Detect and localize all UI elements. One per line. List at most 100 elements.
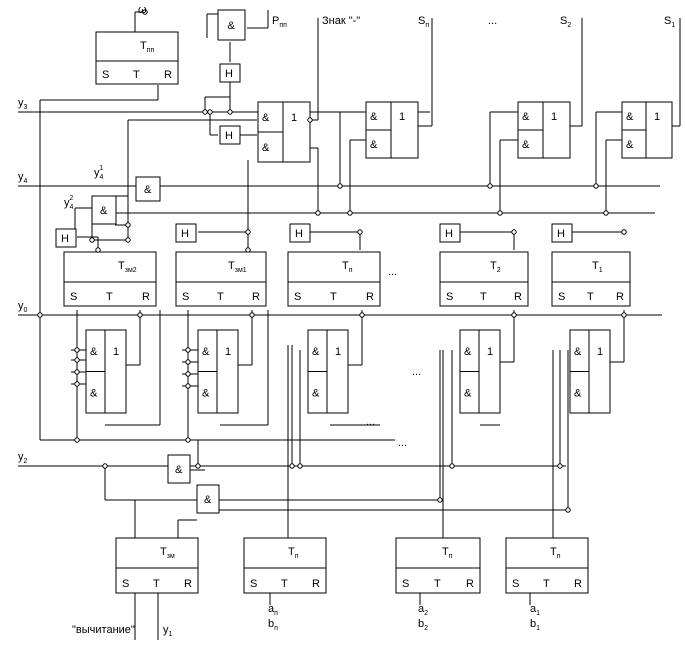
junction-36	[195, 463, 201, 469]
junction-23	[74, 369, 80, 375]
y2-label-sub: 2	[24, 458, 28, 465]
trigger-n-t-input: T	[330, 291, 337, 303]
trigger-zm-s-input: S	[122, 578, 129, 590]
b-1-label-main: b	[530, 618, 536, 630]
trigger-1-s-input: S	[558, 291, 565, 303]
junction-24	[74, 381, 80, 387]
y4-1-label: y41	[94, 165, 104, 181]
p-pp-label-main: Р	[272, 15, 279, 27]
and-gate-p-body	[217, 9, 246, 41]
junction-6	[245, 229, 251, 235]
y0-label-sub: 0	[24, 307, 28, 314]
y4-2-label-main: y	[64, 197, 70, 209]
and-or-gate-lower-1-and-a: &	[90, 346, 98, 358]
trigger-zm-t-input: T	[153, 578, 160, 590]
s-n-label: Sп	[418, 15, 429, 29]
junction-22	[74, 357, 80, 363]
y4-2-label-sub: 4	[70, 204, 74, 211]
trigger-bottom-1-r-input: R	[574, 578, 582, 590]
and-or-gate-sign-and-a: &	[262, 112, 270, 124]
junction-4	[207, 109, 213, 115]
junction-31	[359, 312, 365, 318]
a-1-label-sub: 1	[536, 610, 540, 617]
junction-42	[437, 497, 443, 503]
a-1-label: a1	[530, 603, 540, 617]
y4-label-sub: 4	[24, 178, 28, 185]
and-gate-y4-2: &	[91, 195, 117, 225]
and-or-gate-lower-5: &&1	[569, 329, 611, 414]
inverter-2: Н	[439, 223, 461, 243]
junction-34	[74, 437, 80, 443]
y2-label: y2	[18, 451, 28, 465]
p-pp-label: Рпп	[272, 15, 287, 29]
inverter-n-body	[289, 223, 311, 243]
junction-33	[621, 312, 627, 318]
dots-top: ...	[488, 15, 497, 27]
s-1-label-sub: 1	[671, 22, 675, 29]
and-gate-y4-1: &	[135, 176, 161, 202]
junction-39	[297, 463, 303, 469]
a-2-label: a2	[418, 603, 428, 617]
trigger-zm1-s-input: S	[182, 291, 189, 303]
trigger-1-body	[551, 251, 631, 307]
y4-1-label-sup: 1	[99, 165, 103, 172]
junction-32	[511, 312, 517, 318]
and-or-gate-sn-and-a: &	[370, 111, 378, 123]
inverter-2-symbol: Н	[445, 228, 453, 240]
b-n-label-main: b	[268, 618, 274, 630]
inverter-top-symbol: Н	[225, 68, 233, 80]
b-1-label-sub: 1	[536, 625, 540, 632]
trigger-bottom-2-title: Тп	[442, 546, 453, 560]
and-or-gate-lower-3: &&1	[307, 329, 349, 414]
and-or-gate-lower-2: &&1	[197, 329, 239, 414]
and-or-gate-lower-4: &&1	[459, 329, 501, 414]
trigger-bottom-n-body	[243, 537, 327, 594]
s-1-label: S1	[664, 15, 675, 29]
p-pp-label-sub: пп	[279, 22, 287, 29]
junction-46	[245, 247, 251, 253]
inverter-zm2-body	[55, 228, 77, 248]
and-gate-y2-1-body	[167, 454, 191, 484]
junction-29	[137, 312, 143, 318]
omega-label: ω	[138, 4, 147, 16]
b-2-label-sub: 2	[424, 625, 428, 632]
trigger-bottom-1-body	[505, 537, 589, 594]
trigger-1-title-main: Т	[592, 260, 599, 272]
y4-label-main: y	[18, 171, 24, 183]
s-1-label-main: S	[664, 15, 671, 27]
y1-label-main: y	[163, 624, 169, 636]
trigger-n-title-main: Т	[342, 260, 349, 272]
trigger-bottom-2-title-sub: п	[449, 553, 453, 560]
y4-2-label-sup: 2	[69, 195, 73, 202]
trigger-pp-s-input: S	[102, 69, 109, 81]
inverter-top-2-symbol: Н	[225, 130, 233, 142]
junction-44	[621, 229, 627, 235]
y4-2-label: y4 2	[64, 195, 74, 211]
and-gate-y2-2-body	[196, 484, 220, 514]
and-or-gate-lower-2-and-a: &	[202, 346, 210, 358]
y0-label-main: y	[18, 300, 24, 312]
y4-label: y4	[18, 171, 28, 185]
and-or-gate-s1-and-b: &	[626, 139, 634, 151]
junction-27	[185, 371, 191, 377]
junction-41	[557, 463, 563, 469]
inverter-n: Н	[289, 223, 311, 243]
trigger-zm-r-input: R	[184, 578, 192, 590]
trigger-bottom-n-s-input: S	[250, 578, 257, 590]
junction-8	[511, 229, 517, 235]
dots-lower: ...	[366, 416, 375, 428]
a-1-label-main: a	[530, 603, 537, 615]
y3-label-main: y	[18, 97, 24, 109]
s-n-label-sub: п	[425, 22, 429, 29]
inverter-zm1-symbol: Н	[181, 228, 189, 240]
and-or-gate-lower-5-and-a: &	[574, 346, 582, 358]
a-2-label-main: a	[418, 603, 425, 615]
junction-37	[102, 463, 108, 469]
trigger-bottom-2-t-input: T	[434, 578, 441, 590]
wires	[18, 10, 681, 640]
and-gate-y4-1-symbol: &	[144, 184, 152, 196]
dots-bottom: ...	[398, 437, 407, 449]
and-gate-y4-2-symbol: &	[100, 205, 108, 217]
and-gate-p: &	[217, 9, 246, 41]
